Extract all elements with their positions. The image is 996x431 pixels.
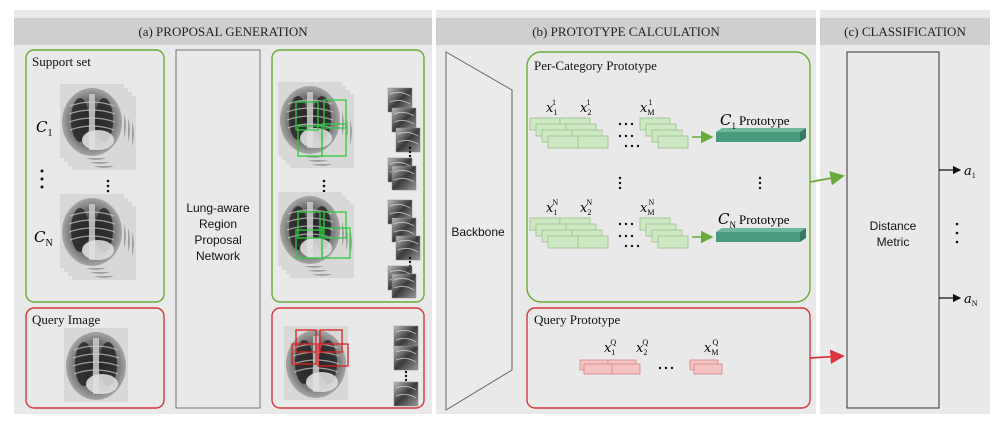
support-set-box	[25, 49, 165, 303]
row1-ellipsis	[618, 122, 640, 148]
patch-ellipsis-1	[408, 146, 412, 158]
query-image-box	[25, 307, 165, 409]
rpn-box	[175, 49, 261, 409]
support-set-label: Support set	[32, 54, 91, 69]
vertical-ellipsis-prototypes	[758, 176, 762, 190]
panel-a-header	[14, 18, 432, 45]
query-x1: x1Q	[604, 338, 616, 357]
distance-metric-line-1: Distance	[870, 219, 917, 233]
support-stack-cn	[59, 193, 137, 281]
query-xm: xMQ	[704, 338, 718, 357]
vertical-ellipsis-classes	[40, 169, 44, 189]
query-image-label: Query Image	[32, 312, 100, 327]
vertical-ellipsis-features	[618, 176, 622, 190]
panel-c-header	[820, 18, 990, 45]
query-feature-stack	[579, 359, 723, 375]
prototype-cn-bar	[716, 228, 806, 242]
vertical-ellipsis-outputs	[955, 222, 959, 244]
per-category-box	[526, 51, 811, 303]
query-patch-last	[393, 381, 419, 407]
feature-stack-rowN	[529, 217, 689, 249]
feature-stack-row1	[529, 117, 689, 149]
output-an-label: aN	[964, 292, 978, 308]
backbone-label: Backbone	[451, 225, 505, 239]
class-c1-label: C1	[36, 118, 52, 139]
rpn-line-1: Lung-aware	[186, 201, 250, 215]
query-patches	[393, 325, 419, 371]
panel-b-header	[436, 18, 816, 45]
rpn-line-4: Network	[196, 249, 241, 263]
distance-metric-box	[846, 51, 940, 409]
panel-c-title: (c) CLASSIFICATION	[844, 24, 966, 39]
row1-x2: x21	[580, 98, 591, 117]
panel-b-title: (b) PROTOTYPE CALCULATION	[532, 24, 720, 39]
prototype-c1-bar	[716, 128, 806, 142]
patch-ellipsis-n	[408, 256, 412, 268]
support-patches-n-b	[387, 265, 417, 299]
arrow-prototypes-to-metric	[809, 171, 845, 186]
query-x2: x2Q	[636, 338, 648, 357]
rowN-ellipsis	[618, 222, 640, 248]
rowN-xm: xMN	[640, 198, 654, 217]
support-proposal-stack-n	[277, 191, 355, 279]
query-ellipsis	[658, 366, 674, 370]
rowN-x1: x1N	[546, 198, 558, 217]
class-cn-label: CN	[34, 228, 53, 249]
distance-metric-line-2: Metric	[877, 235, 910, 249]
support-stack-c1	[59, 83, 137, 171]
support-proposal-stack-1	[277, 81, 355, 169]
arrow-query-to-metric	[809, 349, 845, 364]
query-patch-ellipsis	[404, 370, 408, 382]
vertical-ellipsis-support	[106, 179, 110, 193]
query-proposals-box	[271, 307, 425, 409]
row1-x1: x11	[546, 98, 557, 117]
rpn-line-3: Proposal	[194, 233, 241, 247]
output-a1-label: a1	[964, 164, 976, 180]
panel-a-title: (a) PROPOSAL GENERATION	[138, 24, 308, 39]
rowN-x2: x2N	[580, 198, 592, 217]
query-proposal-image	[283, 325, 349, 401]
row1-xm: xM1	[640, 98, 654, 117]
query-prototype-label: Query Prototype	[534, 312, 621, 327]
per-category-label: Per-Category Prototype	[534, 58, 657, 73]
support-patches-1b	[387, 157, 417, 191]
backbone-trapezoid	[445, 51, 513, 411]
vertical-ellipsis-proposals	[322, 179, 326, 193]
query-xray	[63, 327, 129, 403]
support-proposals-box	[271, 49, 425, 303]
rpn-line-2: Region	[199, 217, 237, 231]
